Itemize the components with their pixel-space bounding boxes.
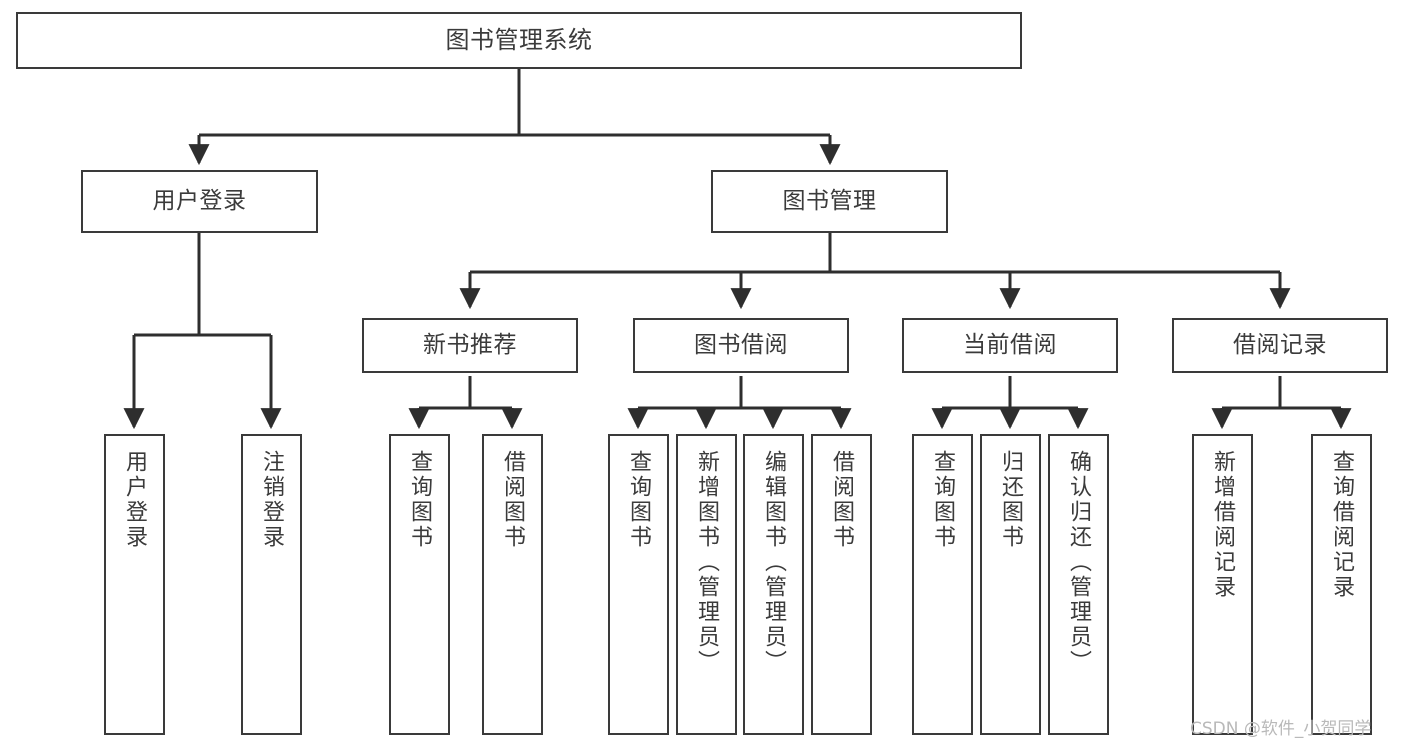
node-leaf-query-record[interactable]: 查询借阅记录 <box>1311 434 1372 735</box>
node-leaf-borrow-book-2-label: 借阅图书 <box>829 450 855 550</box>
node-leaf-confirm-return[interactable]: 确认归还（管理员） <box>1048 434 1109 735</box>
node-book-manage-label: 图书管理 <box>782 187 877 214</box>
node-borrow-record-label: 借阅记录 <box>1233 331 1327 358</box>
node-borrow-record[interactable]: 借阅记录 <box>1172 318 1388 373</box>
node-current-borrow-label: 当前借阅 <box>963 331 1057 358</box>
node-leaf-logout-label: 注销登录 <box>259 450 285 550</box>
node-leaf-user-login-label: 用户登录 <box>122 450 148 550</box>
node-leaf-query-book-3[interactable]: 查询图书 <box>912 434 973 735</box>
node-leaf-confirm-return-label: 确认归还（管理员） <box>1066 450 1092 675</box>
node-leaf-logout[interactable]: 注销登录 <box>241 434 302 735</box>
node-leaf-query-book-3-label: 查询图书 <box>930 450 956 550</box>
node-leaf-add-record-label: 新增借阅记录 <box>1210 450 1236 600</box>
node-leaf-user-login[interactable]: 用户登录 <box>104 434 165 735</box>
node-leaf-add-record[interactable]: 新增借阅记录 <box>1192 434 1253 735</box>
node-root-label: 图书管理系统 <box>445 26 593 55</box>
node-leaf-add-book-label: 新增图书（管理员） <box>694 450 720 675</box>
node-book-manage[interactable]: 图书管理 <box>711 170 948 233</box>
node-book-borrow[interactable]: 图书借阅 <box>633 318 849 373</box>
node-user-login-label: 用户登录 <box>152 187 247 214</box>
node-current-borrow[interactable]: 当前借阅 <box>902 318 1118 373</box>
node-leaf-edit-book-label: 编辑图书（管理员） <box>761 450 787 675</box>
node-root[interactable]: 图书管理系统 <box>16 12 1022 69</box>
node-leaf-query-record-label: 查询借阅记录 <box>1329 450 1355 600</box>
node-leaf-add-book[interactable]: 新增图书（管理员） <box>676 434 737 735</box>
node-leaf-return-book-label: 归还图书 <box>998 450 1024 550</box>
node-leaf-query-book-1-label: 查询图书 <box>407 450 433 550</box>
node-user-login[interactable]: 用户登录 <box>81 170 318 233</box>
node-book-borrow-label: 图书借阅 <box>694 331 788 358</box>
node-new-book-recommend-label: 新书推荐 <box>423 331 517 358</box>
node-leaf-borrow-book-1[interactable]: 借阅图书 <box>482 434 543 735</box>
node-leaf-borrow-book-1-label: 借阅图书 <box>500 450 526 550</box>
node-leaf-query-book-2[interactable]: 查询图书 <box>608 434 669 735</box>
node-leaf-query-book-2-label: 查询图书 <box>626 450 652 550</box>
node-leaf-edit-book[interactable]: 编辑图书（管理员） <box>743 434 804 735</box>
node-leaf-query-book-1[interactable]: 查询图书 <box>389 434 450 735</box>
node-leaf-borrow-book-2[interactable]: 借阅图书 <box>811 434 872 735</box>
node-new-book-recommend[interactable]: 新书推荐 <box>362 318 578 373</box>
node-leaf-return-book[interactable]: 归还图书 <box>980 434 1041 735</box>
csdn-watermark: CSDN @软件_小贺同学 <box>1190 719 1372 739</box>
